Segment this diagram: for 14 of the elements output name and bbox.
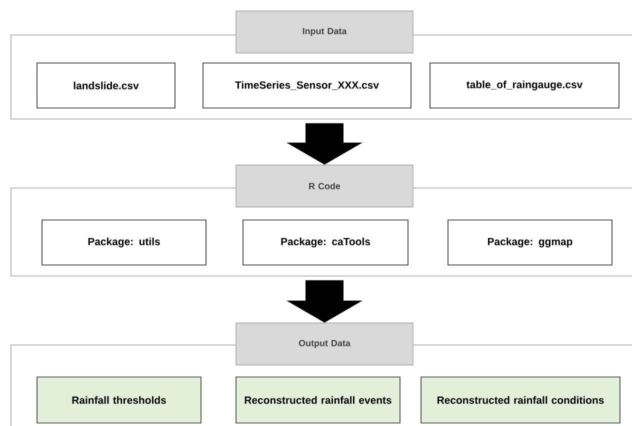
process-box: table_of_raingauge.csv	[430, 62, 620, 108]
process-box: Package: caTools	[242, 220, 408, 266]
process-box: Package: ggmap	[448, 220, 612, 266]
block-arrow	[286, 123, 362, 165]
block-arrow	[286, 280, 362, 323]
output-box: Rainfall thresholds	[36, 376, 202, 424]
section-header-box: R Code	[236, 164, 414, 208]
output-box: Reconstructed rainfall events	[236, 376, 400, 424]
process-box: Package: utils	[42, 220, 206, 266]
process-box: TimeSeries_Sensor_XXX.csv	[202, 62, 412, 108]
output-box: Reconstructed rainfall conditions	[420, 376, 620, 424]
process-box: landslide.csv	[36, 62, 176, 108]
section-header-box: Output Data	[236, 322, 414, 366]
section-header-box: Input Data	[236, 10, 414, 54]
